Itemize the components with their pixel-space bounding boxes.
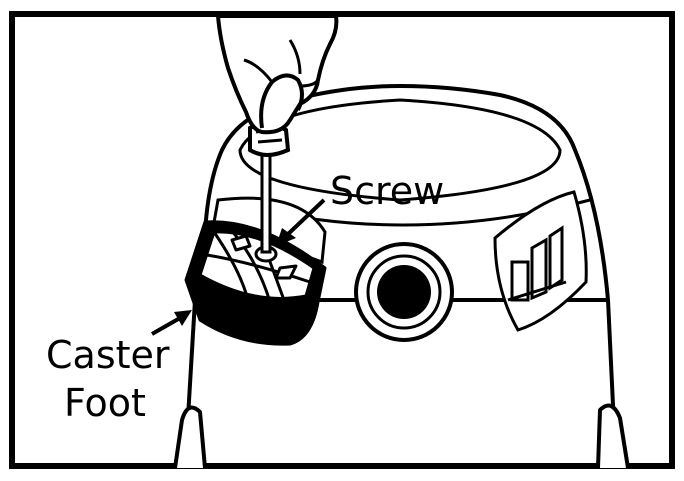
caster-arrow: [151, 310, 192, 336]
screw-arrow: [276, 198, 326, 246]
hand-holding-screwdriver: [216, 14, 339, 135]
caster-label-line2: Foot: [64, 381, 146, 425]
caster-label-line1: Caster: [46, 333, 170, 377]
handle-slot: [493, 190, 588, 332]
screw-label: Screw: [330, 169, 444, 213]
port-knob: [354, 242, 454, 342]
